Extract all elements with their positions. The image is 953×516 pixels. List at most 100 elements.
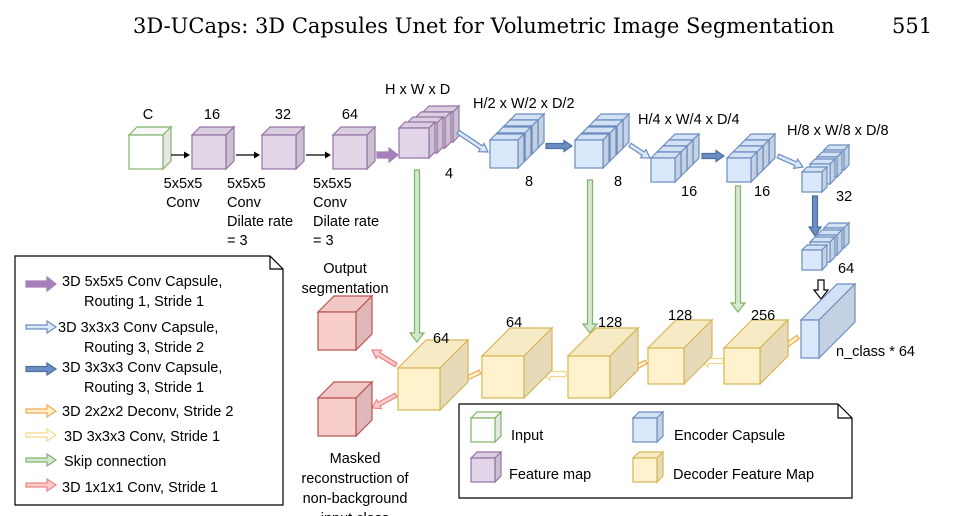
cube-side — [680, 144, 688, 178]
conv-arrow-1-head — [184, 151, 190, 159]
cube-side — [622, 112, 630, 150]
masked-reconstruction — [316, 380, 374, 438]
cube-side — [762, 138, 770, 172]
cube-side — [494, 450, 502, 484]
running-title: 3D-UCaps: 3D Capsules Unet for Volumetri… — [133, 14, 835, 38]
cube-front — [317, 311, 357, 351]
cube-side — [821, 243, 828, 272]
encoder-capsule-2-cube — [573, 132, 611, 170]
cube-side — [602, 132, 610, 170]
label-hwd4: H/4 x W/4 x D/4 — [638, 112, 740, 128]
count-64a: 64 — [433, 331, 449, 347]
legend-arrow-skip — [25, 452, 58, 468]
conv3-label-line: Dilate rate — [313, 214, 379, 230]
feature-map-16 — [190, 125, 236, 171]
count-256: 256 — [751, 308, 775, 324]
cube-side — [609, 125, 617, 163]
primary-capsule-stack — [397, 104, 461, 160]
cube-side — [829, 235, 836, 264]
cube-side — [750, 150, 758, 184]
masked-label-line: input class — [321, 511, 390, 516]
cube-front — [647, 347, 685, 385]
cube-front — [191, 134, 227, 170]
encoder-capsule-6 — [800, 221, 851, 272]
cube-front — [398, 127, 430, 159]
masked-label-line: non-background — [303, 491, 408, 507]
cube-side — [444, 110, 452, 150]
n-class-capsule — [799, 282, 857, 360]
count-8b: 8 — [614, 174, 622, 190]
legend-text: Skip connection — [64, 454, 166, 470]
encoder-capsule-4 — [725, 132, 777, 184]
conv3-label-line: Conv — [313, 195, 348, 211]
encoder-capsule-5 — [800, 143, 851, 194]
stride2-arrow-1 — [456, 129, 489, 153]
stride1-arrow-1 — [545, 139, 574, 153]
feature-map-32 — [260, 125, 306, 171]
legend-right-frame — [458, 403, 853, 499]
encoder-capsule-2 — [573, 112, 631, 170]
primary-capsule-stack-cube — [397, 120, 437, 160]
legend-text: Routing 3, Stride 1 — [84, 380, 204, 396]
cube-side — [531, 118, 539, 156]
skip-connection-3 — [729, 185, 747, 313]
label-input-channels: C — [143, 107, 153, 123]
legend-feature-cube — [469, 450, 503, 484]
label-hwd: H x W x D — [385, 82, 450, 98]
decoder-map-256 — [722, 318, 790, 386]
conv3-label-line: = 3 — [313, 233, 334, 249]
cube-side — [452, 104, 460, 144]
legend-text: 3D 3x3x3 Conv Capsule, — [58, 320, 218, 336]
legend-text: Routing 3, Stride 2 — [84, 340, 204, 356]
cube-front — [128, 134, 164, 170]
legend-left-frame — [14, 255, 284, 506]
legend-decoder-text: Decoder Feature Map — [673, 467, 814, 483]
encoder-capsule-1 — [488, 112, 546, 170]
cube-front — [574, 139, 604, 169]
cube-front — [332, 134, 368, 170]
cube-side — [656, 410, 664, 444]
cube-side — [692, 132, 700, 166]
reshape-arrow — [812, 279, 830, 300]
legend-right — [458, 403, 853, 499]
legend-feature-text: Feature map — [509, 467, 591, 483]
page-header: 3D-UCaps: 3D Capsules Unet for Volumetri… — [0, 0, 953, 50]
conv2-label-line: 5x5x5 — [227, 176, 266, 192]
skip-connection-2 — [581, 179, 599, 334]
count-16b: 16 — [754, 184, 770, 200]
cube-side — [836, 228, 843, 257]
count-32: 32 — [836, 189, 852, 205]
cube-side — [517, 132, 525, 170]
legend-input-cube — [469, 410, 503, 444]
cube-side — [436, 115, 444, 155]
conv2-label-line: Conv — [227, 195, 262, 211]
primary-capsule-arrow — [376, 146, 399, 164]
cube-side — [768, 132, 776, 166]
conv3-label-line: 5x5x5 — [313, 176, 352, 192]
legend-arrow-1x1 — [25, 477, 58, 493]
cube-front — [470, 417, 496, 443]
count-128b: 128 — [668, 308, 692, 324]
count-4: 4 — [445, 166, 453, 182]
legend-arrow-deconv — [25, 403, 58, 419]
label-hwd2: H/2 x W/2 x D/2 — [473, 96, 575, 112]
legend-right-fold — [837, 404, 852, 419]
stride2-arrow-2 — [628, 142, 651, 159]
cube-front — [397, 367, 441, 411]
legend-decoder-cube — [631, 450, 665, 484]
legend-encoder-cube — [631, 410, 665, 444]
label-feature-16: 16 — [204, 107, 220, 123]
legend-text: 3D 3x3x3 Conv Capsule, — [62, 360, 222, 376]
cube-front — [801, 171, 823, 193]
legend-arrow-primary — [25, 275, 57, 293]
encoder-capsule-5-cube — [800, 165, 829, 194]
encoder-capsule-3 — [649, 132, 701, 184]
output-arrow-1 — [371, 349, 398, 368]
decoder-map-128b — [566, 326, 640, 400]
stride2-arrow-3 — [776, 153, 805, 170]
cube-side — [686, 138, 694, 172]
legend-left — [14, 255, 284, 506]
output-arrow-2 — [371, 392, 398, 410]
legend-text: 3D 2x2x2 Deconv, Stride 2 — [62, 404, 233, 420]
